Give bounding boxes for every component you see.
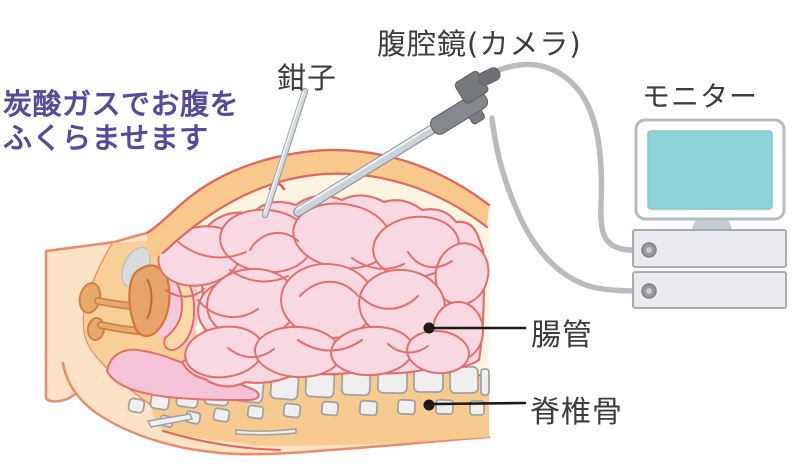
camera-head: [429, 67, 501, 135]
equipment-boxes: [632, 229, 787, 309]
gas-note-line2: ふくらませます: [3, 121, 209, 156]
gas-note: 炭酸ガスでお腹を ふくらませます: [3, 87, 239, 155]
laparoscope-label: 腹腔鏡(カメラ): [377, 27, 582, 61]
sacrum-sliver: [146, 413, 194, 428]
vertebrae-label-dot: [423, 399, 435, 411]
vertebrae-label: 脊椎骨: [530, 395, 623, 430]
vertebrae-leader-line: [432, 401, 527, 406]
forceps-instrument: [261, 87, 309, 219]
spine-sliver: [235, 428, 297, 436]
thigh-outline: [44, 249, 77, 403]
buttock-outline: [61, 361, 491, 456]
monitor-screen: [647, 130, 773, 210]
monitor-illustration: [632, 118, 787, 309]
intestine-label-dot: [423, 322, 435, 334]
forceps-label: 鉗子: [277, 61, 338, 95]
monitor-label: モニター: [642, 80, 759, 113]
intestine-folds: [165, 232, 453, 359]
laparoscope-instrument: [293, 61, 650, 294]
intestine-label: 腸管: [531, 318, 593, 353]
gas-note-line1: 炭酸ガスでお腹を: [3, 87, 240, 121]
intestines-illustration: [157, 194, 490, 388]
intestine-loops: [157, 202, 490, 379]
leader-lines: [423, 322, 527, 411]
uterus: [128, 264, 171, 337]
monitor-stand: [691, 219, 733, 231]
camera-cables: [489, 61, 650, 294]
uterus-cavity-line: [146, 278, 153, 320]
rectum-band: [105, 348, 260, 402]
